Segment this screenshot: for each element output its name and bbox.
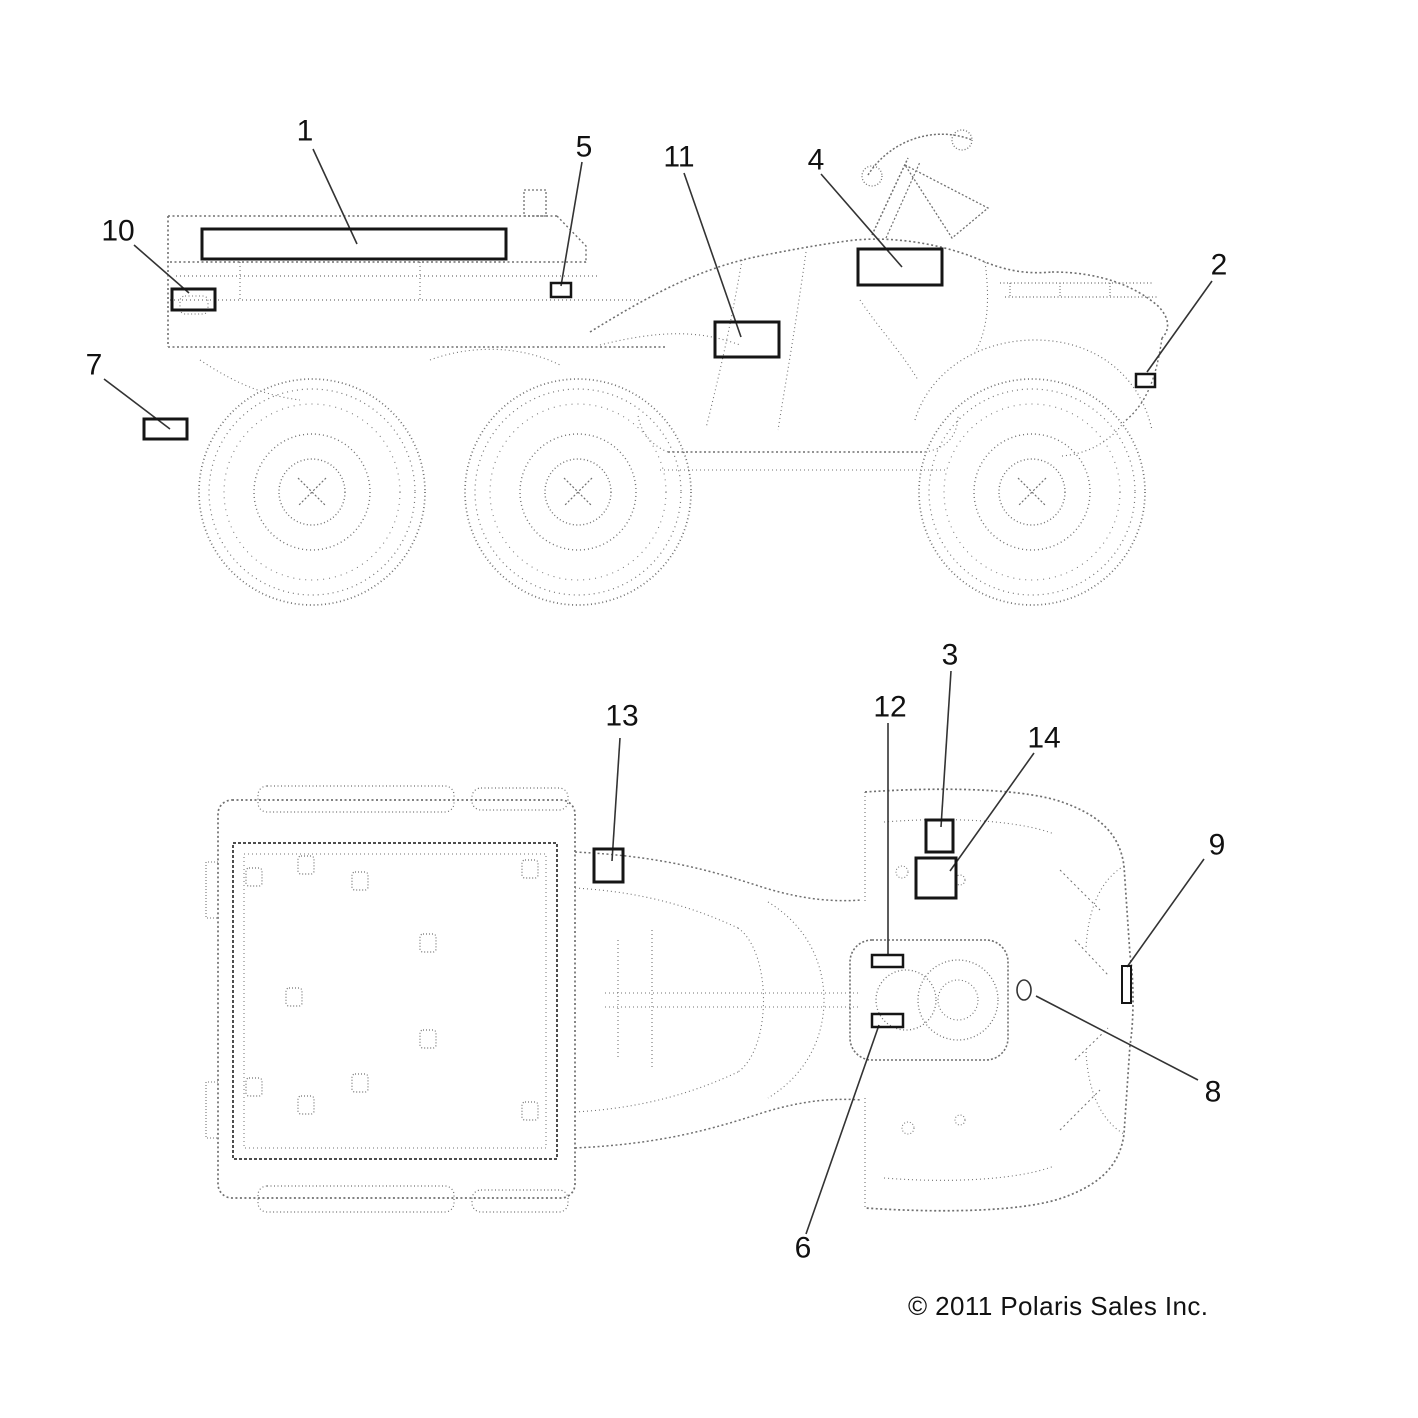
leader-line-2 bbox=[1146, 280, 1213, 373]
callout-label-10[interactable]: 10 bbox=[101, 215, 134, 248]
leader-line-14 bbox=[949, 752, 1035, 872]
decal-box-3 bbox=[924, 818, 955, 854]
decal-box-5 bbox=[549, 281, 573, 299]
decal-box-11 bbox=[713, 320, 781, 359]
callout-label-13[interactable]: 13 bbox=[605, 700, 638, 733]
leader-line-6 bbox=[805, 1024, 880, 1235]
top-view-sketch bbox=[205, 785, 1134, 1213]
leader-line-13 bbox=[611, 737, 621, 862]
leader-line-3 bbox=[940, 670, 952, 828]
leader-line-5 bbox=[560, 161, 583, 287]
side-view-sketch bbox=[167, 129, 1169, 606]
callout-label-4[interactable]: 4 bbox=[808, 144, 825, 177]
leader-line-9 bbox=[1126, 858, 1205, 968]
callouts-layer: 1 10 7 5 11 4 2 13 3 12 14 6 9 8 bbox=[86, 115, 1228, 1265]
callout-label-6[interactable]: 6 bbox=[795, 1232, 812, 1265]
leader-line-10 bbox=[133, 244, 190, 294]
leader-line-7 bbox=[103, 378, 171, 430]
decal-box-7 bbox=[142, 417, 189, 441]
decal-box-2 bbox=[1134, 372, 1157, 389]
leader-line-11 bbox=[683, 172, 742, 338]
decal-box-1 bbox=[200, 227, 508, 261]
leader-line-8 bbox=[1035, 995, 1199, 1081]
decal-box-10 bbox=[170, 287, 217, 312]
decal-box-9 bbox=[1121, 965, 1132, 1004]
callout-label-9[interactable]: 9 bbox=[1209, 829, 1226, 862]
decal-box-14 bbox=[914, 856, 958, 900]
callout-label-11[interactable]: 11 bbox=[663, 141, 694, 174]
callout-label-7[interactable]: 7 bbox=[86, 349, 103, 382]
decal-box-13 bbox=[592, 847, 625, 884]
decal-box-6 bbox=[870, 1012, 905, 1029]
copyright-text: © 2011 Polaris Sales Inc. bbox=[908, 1291, 1209, 1321]
callout-label-12[interactable]: 12 bbox=[873, 691, 906, 724]
decal-box-4 bbox=[856, 247, 944, 287]
callout-label-2[interactable]: 2 bbox=[1211, 249, 1228, 282]
callout-label-14[interactable]: 14 bbox=[1027, 722, 1060, 755]
callout-label-1[interactable]: 1 bbox=[297, 115, 314, 148]
decal-target-8 bbox=[1016, 979, 1032, 1001]
callout-label-3[interactable]: 3 bbox=[942, 639, 959, 672]
leader-line-4 bbox=[820, 173, 903, 268]
callout-label-8[interactable]: 8 bbox=[1205, 1076, 1222, 1109]
decal-box-12 bbox=[870, 953, 905, 969]
callout-label-5[interactable]: 5 bbox=[576, 131, 593, 164]
